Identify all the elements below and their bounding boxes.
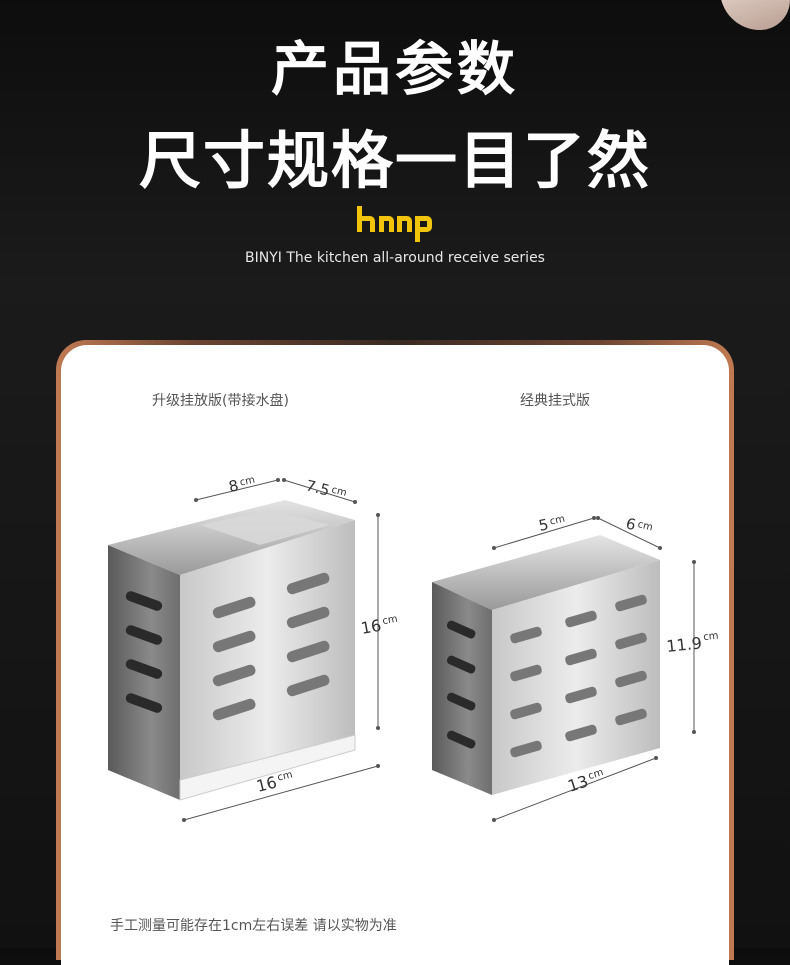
svg-text:7.5cm: 7.5cm [304,476,348,503]
dim-unit: cm [276,769,293,783]
svg-text:8cm: 8cm [227,473,257,496]
brand-logo-icon [357,206,432,242]
dim-right-width: 13 [565,771,590,795]
product-classic-image [432,535,660,795]
variant-label-classic: 经典挂式版 [520,393,590,409]
measurement-footnote: 手工测量可能存在1cm左右误差 请以实物为准 [110,918,397,934]
dim-right-depth-b: 6 [624,514,638,534]
dim-right-depth-a: 5 [537,515,550,535]
dim-unit: cm [587,767,605,782]
svg-text:6cm: 6cm [624,514,654,538]
svg-text:5cm: 5cm [537,512,567,535]
brand-tagline: BINYI The kitchen all-around receive ser… [245,250,545,266]
dim-unit: cm [382,614,399,627]
product-upgraded-image [108,500,356,801]
page-title-line2: 尺寸规格一目了然 [138,124,651,197]
dim-right-height: 11.9 [665,633,702,656]
dim-unit: cm [239,475,256,489]
svg-text:16cm: 16cm [359,613,399,638]
dim-unit: cm [330,485,347,499]
variant-label-upgraded: 升级挂放版(带接水盘) [152,393,289,409]
dim-left-depth-a: 8 [227,476,240,496]
dim-left-depth-b: 7.5 [304,476,332,499]
dim-unit: cm [636,519,653,533]
dim-left-height: 16 [359,616,382,638]
dim-unit: cm [703,631,719,644]
svg-text:11.9cm: 11.9cm [665,631,720,656]
dim-unit: cm [549,514,566,528]
page-title-line1: 产品参数 [270,35,519,103]
svg-text:16cm: 16cm [254,768,295,796]
dim-left-width: 16 [254,773,278,796]
